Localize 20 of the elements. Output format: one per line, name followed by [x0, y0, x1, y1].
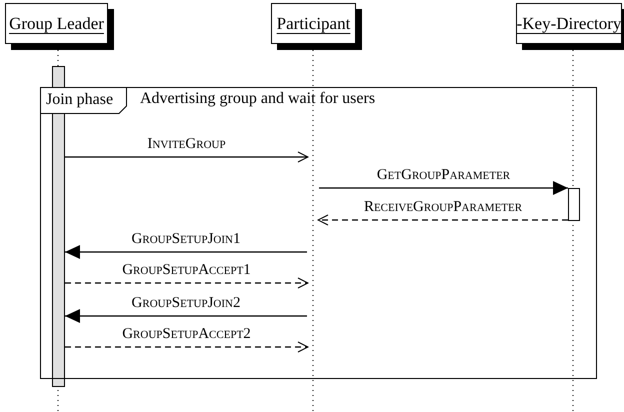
message-label: GetGroupParameter	[376, 167, 510, 184]
participant-name: Group Leader	[9, 14, 104, 34]
participant-name: -Key-Directory	[516, 14, 622, 34]
message-arrow	[65, 245, 307, 259]
message-label: GroupSetupAccept1	[122, 262, 251, 279]
message-arrow	[65, 278, 308, 288]
guard-text: Advertising group and wait for users	[140, 90, 376, 108]
message-label: GroupSetupJoin1	[132, 231, 240, 248]
fragment-tag: Join phase	[40, 87, 128, 114]
message-arrow	[65, 342, 308, 352]
message-label: InviteGroup	[147, 136, 226, 153]
message-label: GroupSetupAccept2	[122, 326, 251, 343]
message-label: ReceiveGroupParameter	[364, 199, 522, 216]
message-arrow	[318, 214, 568, 226]
message-arrow	[319, 181, 568, 195]
message-label: GroupSetupJoin2	[132, 295, 240, 312]
activation-bar	[568, 188, 580, 221]
message-arrow	[65, 309, 307, 323]
message-arrow	[65, 152, 308, 162]
participant-name: Participant	[276, 14, 350, 34]
